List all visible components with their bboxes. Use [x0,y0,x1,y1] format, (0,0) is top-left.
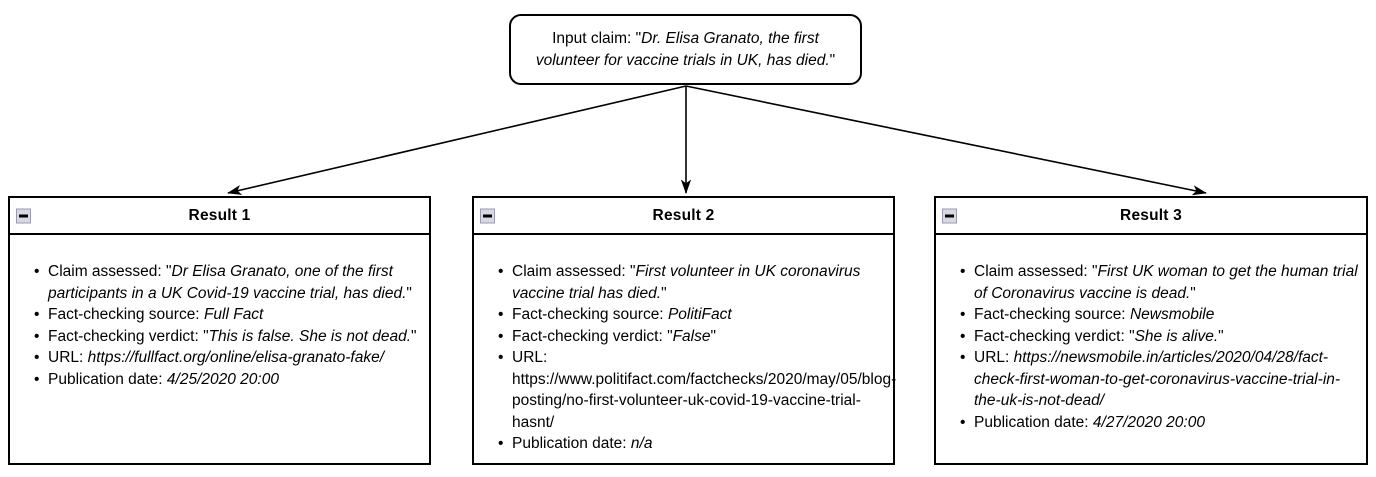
quote-close: " [1218,327,1224,345]
quote-open: " [667,327,673,345]
field-value: This is false. She is not dead. [208,327,412,345]
result-body-3: Claim assessed: "First UK woman to get t… [936,235,1366,441]
result-field-list-2: Claim assessed: "First volunteer in UK c… [482,261,896,455]
quote-open: " [1092,263,1098,280]
field-label: URL: [512,349,548,366]
field-publication-date: Publication date: n/a [498,433,885,455]
field-fact-checking-source: Fact-checking source: Newsmobile [960,304,1358,326]
field-value: False [672,327,711,345]
field-value[interactable]: https://www.politifact.com/factchecks/20… [512,370,897,431]
quote-open: " [166,263,172,280]
minus-glyph [945,214,954,217]
field-value: She is alive. [1134,327,1219,345]
field-claim-assessed: Claim assessed: "First UK woman to get t… [960,261,1358,304]
result-field-list-1: Claim assessed: "Dr Elisa Granato, one o… [18,261,421,390]
field-fact-checking-verdict: Fact-checking verdict: "False" [498,326,885,348]
result-node-1: Result 1 Claim assessed: "Dr Elisa Grana… [8,196,431,465]
minus-box-icon[interactable] [480,208,495,223]
result-body-2: Claim assessed: "First volunteer in UK c… [474,235,896,463]
quote-open: " [203,327,209,345]
result-header-2: Result 2 [474,198,893,235]
input-claim-text: Input claim: "Dr. Elisa Granato, the fir… [521,28,850,72]
input-claim-value: Dr. Elisa Granato, the first volunteer f… [535,29,830,69]
field-publication-date: Publication date: 4/25/2020 20:00 [34,369,421,391]
field-value: First UK woman to get the human trial of… [974,263,1358,302]
field-value: 4/25/2020 20:00 [166,370,279,388]
field-value: n/a [630,435,653,452]
result-header-3: Result 3 [936,198,1366,235]
input-claim-quote-open: " [635,29,642,47]
quote-close: " [710,327,716,345]
field-value: PolitiFact [667,306,732,323]
field-publication-date: Publication date: 4/27/2020 20:00 [960,412,1358,434]
quote-open: " [630,263,636,280]
result-node-2: Result 2 Claim assessed: "First voluntee… [472,196,896,465]
input-claim-quote-close: " [829,51,836,69]
minus-box-icon[interactable] [16,208,31,223]
field-value: Full Fact [203,306,264,323]
minus-glyph [19,214,28,217]
result-title-1: Result 1 [188,206,251,224]
result-title-3: Result 3 [1120,206,1182,224]
input-claim-label: Input claim: [552,29,636,47]
field-label: Fact-checking verdict: [974,327,1130,345]
quote-close: " [411,327,417,345]
field-fact-checking-source: Fact-checking source: Full Fact [34,304,421,326]
field-fact-checking-verdict: Fact-checking verdict: "This is false. S… [34,326,421,348]
field-label: Fact-checking source: [974,306,1130,323]
field-value: Newsmobile [1129,306,1215,323]
result-title-2: Result 2 [652,206,715,224]
field-url: URL: https://www.politifact.com/factchec… [498,347,896,433]
field-label: Claim assessed: [512,263,631,280]
quote-close: " [1190,284,1196,302]
field-label: URL: [48,349,88,366]
field-label: Publication date: [512,435,631,452]
result-header-1: Result 1 [10,198,429,235]
field-value: 4/27/2020 20:00 [1092,413,1205,431]
field-label: Publication date: [48,370,167,388]
field-value: First volunteer in UK coronavirus vaccin… [512,263,861,302]
field-label: Claim assessed: [974,263,1093,280]
field-fact-checking-verdict: Fact-checking verdict: "She is alive." [960,326,1358,348]
arrow-to-result-1 [227,85,687,195]
result-field-list-3: Claim assessed: "First UK woman to get t… [944,261,1358,433]
quote-close: " [406,284,412,302]
arrow-to-result-3 [685,85,1207,196]
field-url: URL: https://fullfact.org/online/elisa-g… [34,347,421,369]
field-url: URL: https://newsmobile.in/articles/2020… [960,347,1358,412]
field-claim-assessed: Claim assessed: "First volunteer in UK c… [498,261,885,304]
field-label: Fact-checking source: [512,306,668,323]
field-claim-assessed: Claim assessed: "Dr Elisa Granato, one o… [34,261,421,304]
input-claim-node: Input claim: "Dr. Elisa Granato, the fir… [509,14,862,85]
field-value: Dr Elisa Granato, one of the first parti… [48,263,407,302]
field-label: URL: [974,349,1014,366]
field-value[interactable]: https://fullfact.org/online/elisa-granat… [87,349,385,366]
result-body-1: Claim assessed: "Dr Elisa Granato, one o… [10,235,429,398]
minus-glyph [483,214,492,217]
quote-close: " [661,284,667,302]
field-label: Publication date: [974,413,1093,431]
field-label: Fact-checking source: [48,306,204,323]
minus-box-icon[interactable] [942,208,957,223]
field-fact-checking-source: Fact-checking source: PolitiFact [498,304,885,326]
field-label: Claim assessed: [48,263,167,280]
result-node-3: Result 3 Claim assessed: "First UK woman… [934,196,1368,465]
field-label: Fact-checking verdict: [512,327,668,345]
field-label: Fact-checking verdict: [48,327,204,345]
quote-open: " [1129,327,1135,345]
field-value[interactable]: https://newsmobile.in/articles/2020/04/2… [974,349,1341,409]
